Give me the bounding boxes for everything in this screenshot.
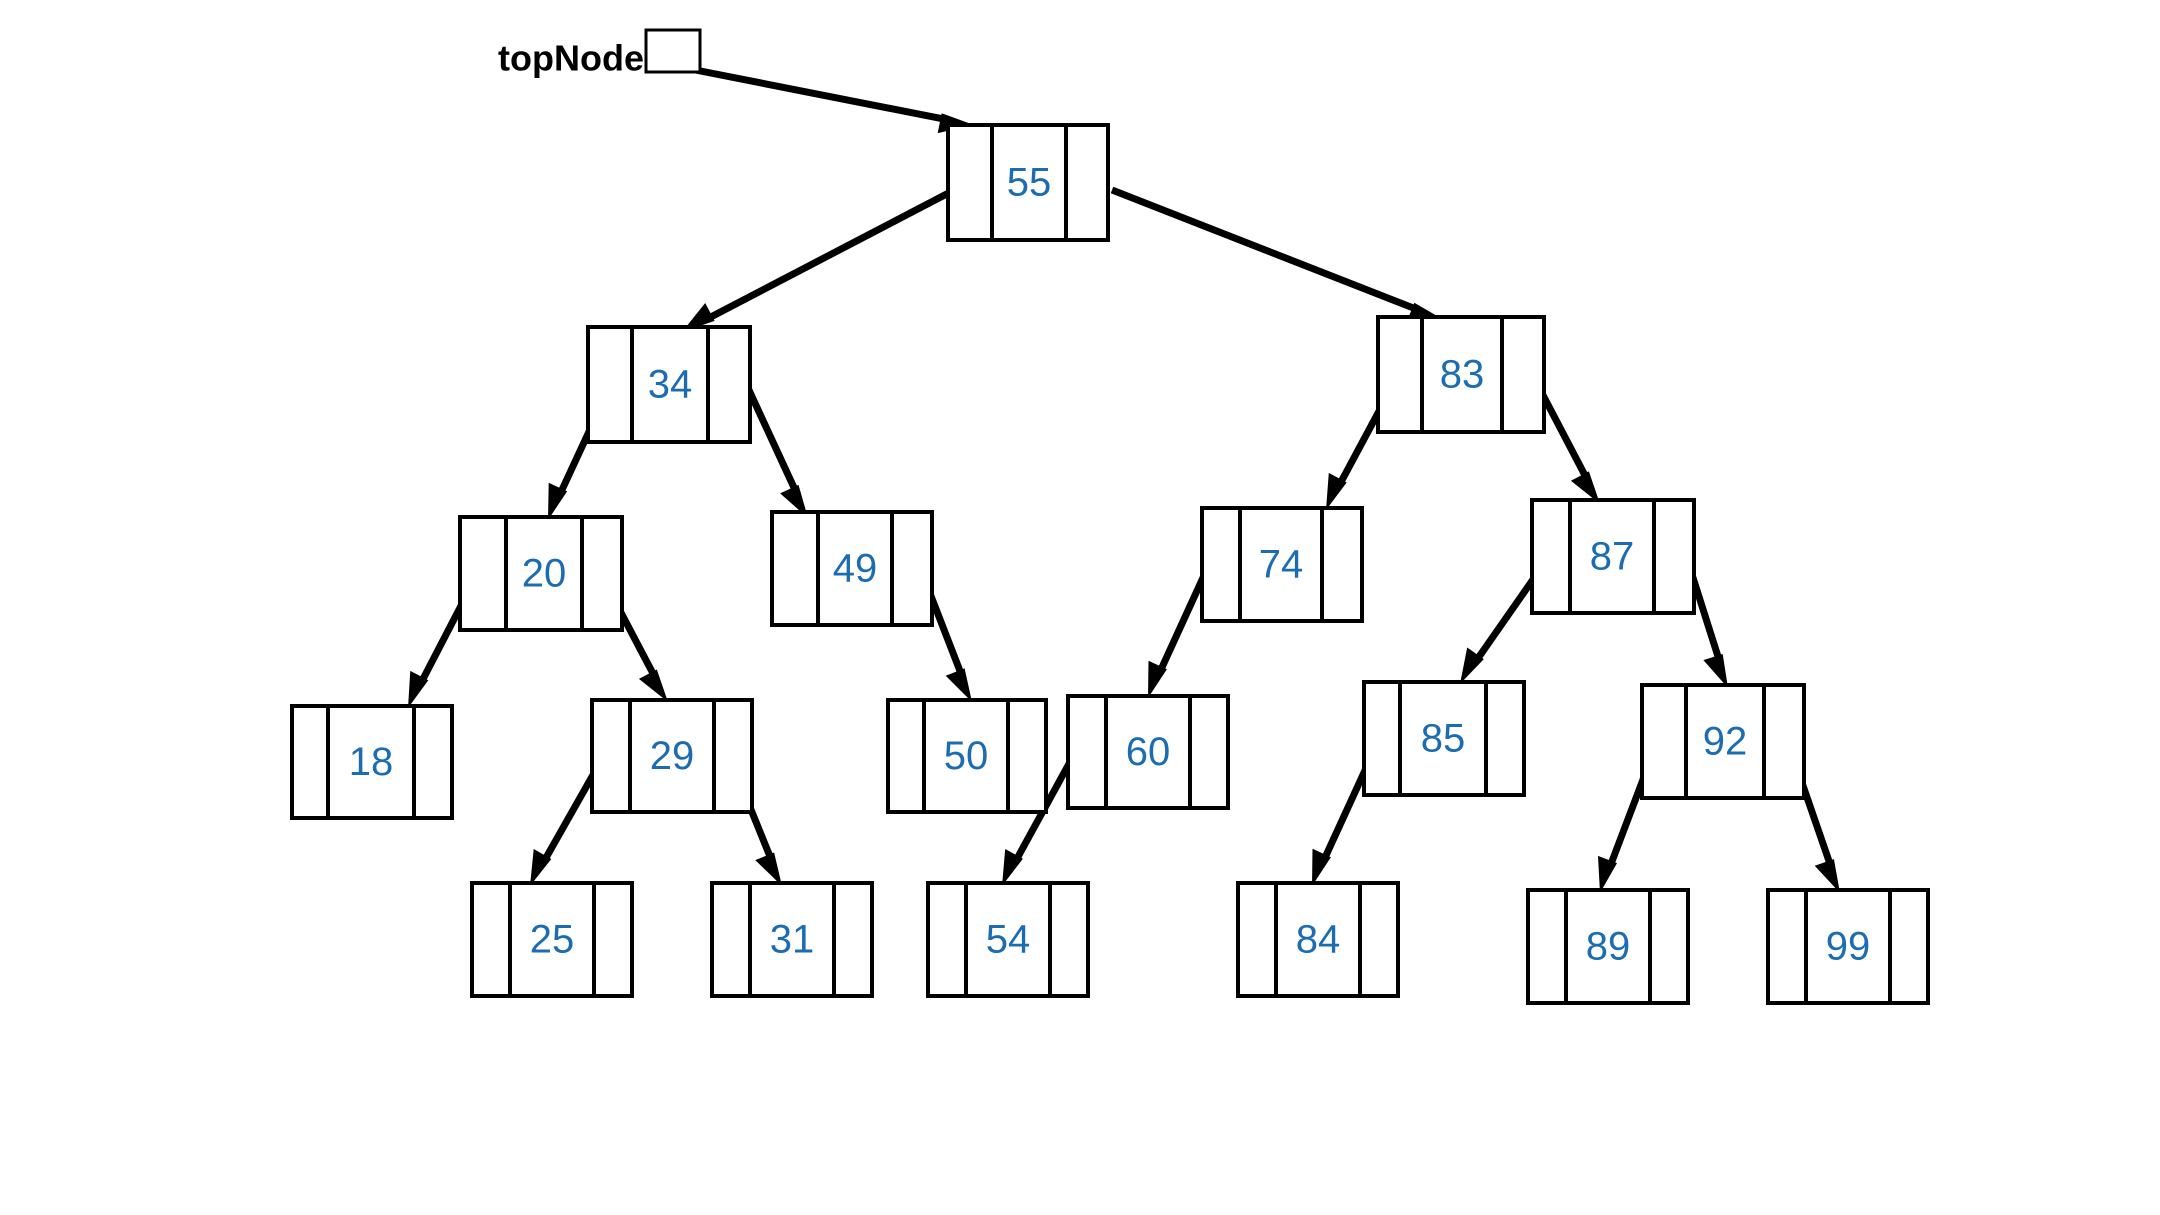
arrow-head — [530, 849, 552, 886]
top-node-pointer-box — [644, 28, 702, 74]
node-value-label: 99 — [1826, 925, 1871, 969]
edge-line — [744, 386, 801, 496]
node-outline — [1766, 888, 1930, 1005]
arrow-head — [638, 669, 668, 702]
node-value-label: 84 — [1296, 918, 1341, 962]
nodes-layer: 55 34 83 20 49 74 87 18 29 50 60 85 92 25 31 54 84 89 99 — [290, 123, 1930, 1005]
node-value-label: 31 — [770, 918, 815, 962]
node-value-label: 54 — [986, 918, 1031, 962]
node-value-label: 85 — [1421, 717, 1466, 761]
arrow-head — [1570, 471, 1600, 504]
edge-line — [703, 182, 964, 324]
node-value-label: 29 — [650, 734, 695, 778]
tree-node-54[interactable]: 54 — [926, 881, 1090, 998]
node-value-label: 34 — [648, 363, 693, 407]
tree-node-50[interactable]: 50 — [886, 698, 1048, 814]
tree-node-25[interactable]: 25 — [470, 881, 634, 998]
node-outline — [710, 881, 874, 998]
node-outline — [590, 698, 754, 814]
tree-node-84[interactable]: 84 — [1236, 881, 1400, 998]
node-outline — [1362, 680, 1526, 797]
arrow-head — [548, 482, 568, 520]
node-outline — [926, 881, 1090, 998]
node-value-label: 74 — [1259, 543, 1304, 587]
node-value-label: 60 — [1126, 730, 1171, 774]
tree-node-87[interactable]: 87 — [1530, 498, 1696, 615]
top-node-pointer: topNode — [498, 28, 702, 79]
tree-node-83[interactable]: 83 — [1376, 315, 1546, 434]
tree-node-49[interactable]: 49 — [770, 510, 934, 627]
top-node-label: topNode — [498, 38, 644, 79]
node-value-label: 55 — [1007, 161, 1052, 205]
node-value-label: 25 — [530, 918, 575, 962]
arrow-head — [1460, 647, 1484, 684]
arrow-head — [755, 852, 782, 886]
edge-line — [669, 61, 950, 124]
tree-node-89[interactable]: 89 — [1526, 888, 1690, 1005]
node-value-label: 89 — [1586, 925, 1631, 969]
node-outline — [1066, 694, 1230, 810]
node-outline — [1200, 506, 1364, 623]
arrow-head — [1814, 859, 1840, 893]
tree-node-18[interactable]: 18 — [290, 704, 454, 820]
node-outline — [290, 704, 454, 820]
arrow-head — [1598, 855, 1617, 893]
node-outline — [1376, 315, 1546, 434]
node-outline — [586, 325, 752, 444]
tree-node-99[interactable]: 99 — [1766, 888, 1930, 1005]
node-outline — [470, 881, 634, 998]
arrow-head — [1312, 848, 1331, 886]
arrow-head — [1703, 654, 1728, 688]
tree-node-85[interactable]: 85 — [1362, 680, 1526, 797]
tree-node-31[interactable]: 31 — [710, 881, 874, 998]
tree-node-20[interactable]: 20 — [458, 515, 624, 632]
node-outline — [1640, 683, 1806, 800]
arrow-head — [780, 484, 808, 518]
node-outline — [770, 510, 934, 627]
tree-edge-n34-to-n49 — [744, 386, 808, 518]
arrow-head — [1326, 472, 1347, 510]
arrow-head — [1002, 849, 1023, 886]
node-value-label: 83 — [1440, 353, 1485, 397]
node-value-label: 18 — [349, 740, 394, 784]
node-outline — [886, 698, 1048, 814]
node-value-label: 87 — [1590, 535, 1635, 579]
tree-node-92[interactable]: 92 — [1640, 683, 1806, 800]
arrow-head — [408, 670, 429, 708]
arrow-head — [1148, 660, 1167, 698]
node-outline — [1236, 881, 1400, 998]
tree-node-29[interactable]: 29 — [590, 698, 754, 814]
tree-node-74[interactable]: 74 — [1200, 506, 1364, 623]
node-outline — [1526, 888, 1690, 1005]
node-value-label: 92 — [1703, 720, 1748, 764]
tree-edge-n55-to-n34 — [682, 182, 964, 332]
node-value-label: 50 — [944, 734, 989, 778]
tree-node-60[interactable]: 60 — [1066, 694, 1230, 810]
edge-line — [1110, 186, 1422, 314]
tree-node-34[interactable]: 34 — [586, 325, 752, 444]
arrow-head — [682, 303, 715, 332]
arrow-head — [945, 668, 972, 702]
node-outline — [946, 123, 1110, 242]
tree-node-55[interactable]: 55 — [946, 123, 1110, 242]
node-outline — [458, 515, 624, 632]
tree-edge-n55-to-n83 — [1110, 186, 1444, 322]
node-value-label: 49 — [833, 547, 878, 591]
tree-edge-topNode-to-n55 — [669, 61, 974, 134]
node-value-label: 20 — [522, 552, 567, 596]
node-outline — [1530, 498, 1696, 615]
